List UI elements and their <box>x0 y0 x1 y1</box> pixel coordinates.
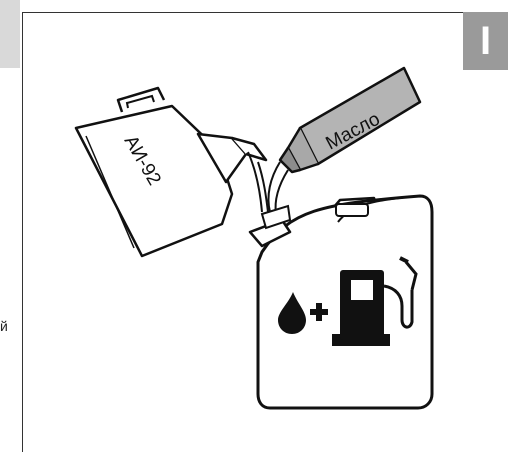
petrol-can-icon: АИ-92 <box>76 88 268 256</box>
oil-bottle-icon: Масло <box>268 68 420 214</box>
